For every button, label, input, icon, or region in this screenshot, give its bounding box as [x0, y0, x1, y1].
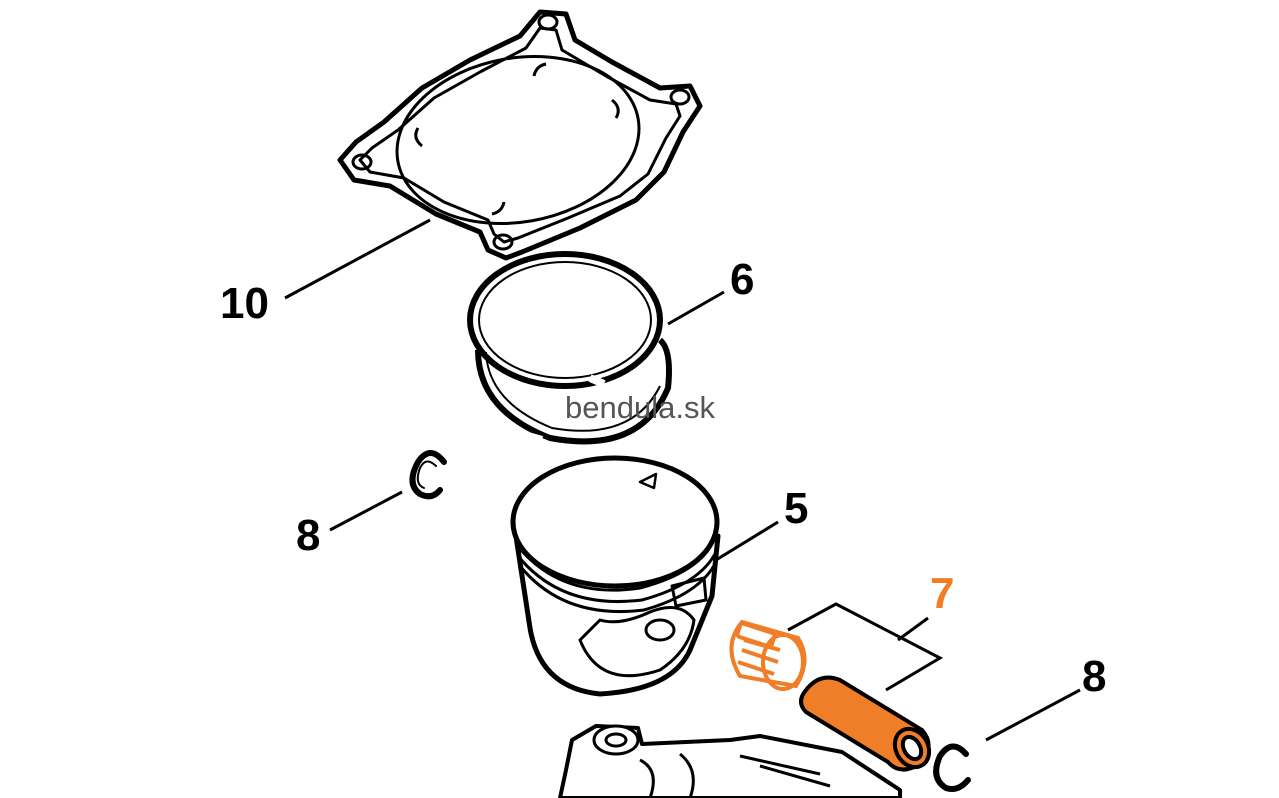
gasket-bolt-hole-right: [669, 88, 691, 106]
gasket-bolt-hole-bottom: [492, 233, 514, 251]
leader-line-8-right: [985, 688, 1081, 742]
part-label-6: 6: [730, 255, 755, 304]
crankcase-fragment: [558, 724, 902, 798]
part-label-5: 5: [784, 484, 809, 533]
piston: [510, 455, 721, 697]
cylinder-gasket: [337, 9, 703, 261]
needle-bearing: [729, 619, 807, 691]
circlip-left: [409, 450, 447, 500]
leader-line-8-left: [329, 490, 403, 532]
gasket-bolt-hole-left: [351, 153, 373, 171]
leader-line-5: [715, 520, 779, 562]
part-label-7: 7: [930, 569, 955, 618]
part-label-8-left: 8: [296, 511, 321, 560]
leader-line-10: [284, 218, 431, 300]
gasket-bolt-hole-top: [537, 13, 559, 31]
piston-pin: [799, 675, 932, 772]
part-label-8-right: 8: [1082, 652, 1107, 701]
leader-line-7: [787, 602, 944, 692]
leader-lines: [284, 218, 1081, 742]
part-label-10: 10: [220, 279, 269, 328]
watermark-text: bendula.sk: [565, 390, 715, 425]
leader-line-7-stem: [897, 616, 929, 642]
leader-line-6: [667, 290, 725, 326]
piston-direction-arrow: [638, 472, 658, 490]
gasket-bore-outer: [395, 55, 641, 225]
piston-rings: [467, 251, 672, 445]
circlip-right: [933, 743, 971, 792]
